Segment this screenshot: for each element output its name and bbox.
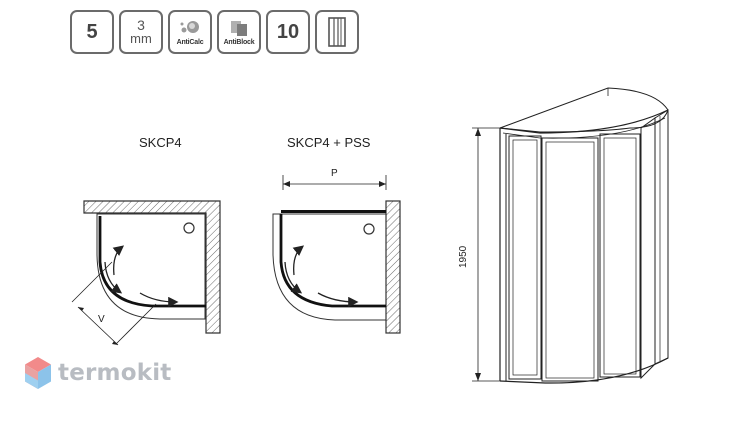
badge-thickness-value: 3 <box>137 17 145 33</box>
plan-left-door-curve <box>98 216 206 308</box>
plan-right-side-panel <box>281 210 386 213</box>
badge-glass-panel <box>315 10 359 54</box>
plan-right-wall <box>385 200 401 334</box>
plan-left-wall <box>83 200 221 334</box>
plan-left-dimension-label: V <box>98 314 105 325</box>
plan-left-title: SKCP4 <box>139 135 182 150</box>
plan-right-door-curve <box>279 214 386 308</box>
plan-left-arrow-3 <box>104 261 123 294</box>
plan-right-tray <box>272 213 387 321</box>
badge-warranty-value: 5 <box>86 20 98 43</box>
badge-anticalc: AntiCalc <box>168 10 212 54</box>
anticalc-icon <box>180 20 199 33</box>
plan-left-arrow-1 <box>112 245 125 276</box>
plan-left-arrow-2 <box>139 292 179 308</box>
plan-right-arrow-1 <box>292 245 305 276</box>
plan-right-title: SKCP4 + PSS <box>287 135 371 150</box>
feature-badges: 5 3 mm AntiCalc AntiBlock 10 <box>70 10 359 54</box>
elevation-view <box>472 87 669 384</box>
elevation-height-label: 1950 <box>458 245 469 268</box>
brand-watermark: termokit <box>24 356 171 390</box>
plan-left-drain-icon <box>183 222 195 234</box>
badge-anticalc-label: AntiCalc <box>176 38 204 46</box>
plan-right-arrow-2 <box>317 292 359 308</box>
badge-glass-thickness: 3 mm <box>119 10 163 54</box>
plan-right-dimension-label: P <box>331 168 338 179</box>
hexagon-logo-icon <box>25 357 51 389</box>
badge-thickness-unit: mm <box>130 31 152 46</box>
plan-left-skcp4 <box>71 200 221 346</box>
elevation-roof <box>499 87 669 133</box>
badge-antiblock-label: AntiBlock <box>223 38 255 46</box>
brand-name: termokit <box>58 360 172 386</box>
plan-right-drain-icon <box>363 223 375 235</box>
badge-years: 10 <box>266 10 310 54</box>
badge-warranty: 5 <box>70 10 114 54</box>
plan-right-arrow-3 <box>284 261 303 294</box>
badge-years-value: 10 <box>276 20 300 43</box>
plan-left-tray <box>96 213 206 320</box>
badge-antiblock: AntiBlock <box>217 10 261 54</box>
plan-right-skcp4-pss <box>272 175 401 334</box>
glass-panel-icon <box>328 17 346 47</box>
antiblock-icon <box>231 20 247 36</box>
